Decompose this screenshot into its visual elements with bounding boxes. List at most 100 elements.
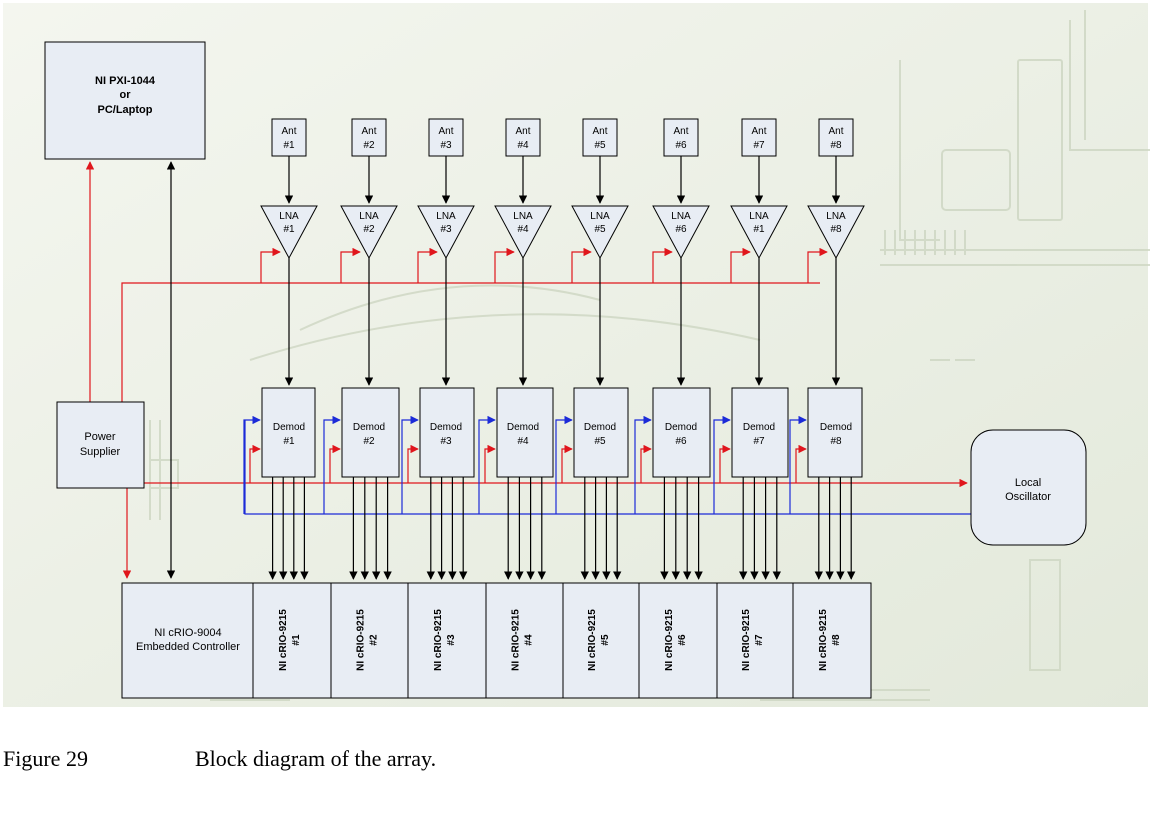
daq-module-label: NI cRIO-9215 [664,609,675,671]
host-label-line3: PC/Laptop [98,104,153,116]
lna-label: LNA [279,211,299,222]
demodulator-box [419,387,475,478]
antenna-label: Ant [673,126,688,137]
daq-module-number: #5 [600,634,611,646]
antenna-number: #7 [753,140,765,151]
daq-module-number: #1 [291,634,302,646]
antenna-box [505,118,541,157]
power-supplier-box [56,401,145,489]
daq-module-box [252,582,332,699]
antenna-box [428,118,464,157]
daq-module-box [638,582,718,699]
lna-number: #4 [517,224,529,235]
lna-number: #8 [830,224,842,235]
antenna-label: Ant [438,126,453,137]
embedded-controller-box [121,582,254,699]
lna-amplifier [652,205,710,260]
demodulator-label: Demod [353,422,385,433]
demodulator-box [731,387,789,478]
power-to-demod-line [719,444,731,483]
demodulator-box [573,387,629,478]
power-to-lna-line [571,247,592,283]
antenna-label: Ant [751,126,766,137]
power-to-demod-line [329,444,341,483]
blocks: NI PXI-1044 or PC/Laptop Power Supplier … [44,41,1087,699]
demodulator-label: Demod [584,422,616,433]
power-to-demod-line [249,444,261,483]
demodulator-number: #3 [440,436,452,447]
daq-module-label: NI cRIO-9215 [356,609,367,671]
lna-number: #1 [753,224,765,235]
antenna-number: #4 [517,140,529,151]
antenna-number: #8 [830,140,842,151]
antenna-label: Ant [828,126,843,137]
local-oscillator-box [970,429,1087,546]
daq-module-number: #7 [754,634,765,646]
demodulator-box [807,387,863,478]
daq-module-label: NI cRIO-9215 [433,609,444,671]
controller-label-line1: NI cRIO-9004 [154,627,221,639]
lna-label: LNA [590,211,610,222]
antenna-box [271,118,307,157]
lna-number: #5 [594,224,606,235]
host-label-line1: NI PXI-1044 [95,75,156,87]
daq-module-box [485,582,564,699]
power-to-demod-line [640,444,652,483]
daq-module-label: NI cRIO-9215 [818,609,829,671]
lna-label: LNA [749,211,769,222]
daq-module-number: #3 [446,634,457,646]
lo-to-demod-line [555,415,573,514]
lna-amplifier [260,205,318,260]
power-to-demod-line [484,444,496,483]
daq-module-box [792,582,872,699]
lna-amplifier [494,205,552,260]
lo-to-demod-line [478,415,496,514]
lna-amplifier [807,205,865,260]
demodulator-number: #7 [753,436,765,447]
lna-number: #6 [675,224,687,235]
power-to-demod-line [795,444,807,483]
power-label-line1: Power [84,431,116,443]
lo-to-demod-line [634,415,652,514]
lna-amplifier [730,205,788,260]
lo-to-demod-line [789,415,807,514]
power-to-lna-line [494,247,515,283]
power-label-line2: Supplier [80,446,121,458]
antenna-box [351,118,387,157]
demodulator-label: Demod [507,422,539,433]
antenna-box [663,118,699,157]
figure-number: Figure 29 [3,746,88,771]
demodulator-label: Demod [820,422,852,433]
demodulator-label: Demod [743,422,775,433]
daq-module-number: #6 [677,634,688,646]
lo-to-demod-line [243,415,261,514]
lna-label: LNA [513,211,533,222]
oscillator-label-line2: Oscillator [1005,491,1051,503]
lna-amplifier [571,205,629,260]
oscillator-label-line1: Local [1015,477,1041,489]
antenna-box [582,118,618,157]
daq-module-number: #2 [369,634,380,646]
antenna-label: Ant [515,126,530,137]
daq-module-box [716,582,794,699]
daq-module-box [330,582,409,699]
lna-amplifier [340,205,398,260]
demodulator-box [496,387,554,478]
daq-module-number: #8 [831,634,842,646]
demodulator-number: #6 [675,436,687,447]
host-computer-box [44,41,206,160]
lo-to-demod-line [323,415,341,514]
lo-to-demod-line [713,415,731,514]
power-to-lna-line [340,247,361,283]
power-to-lna-line [730,247,751,283]
demodulator-number: #1 [283,436,295,447]
lna-label: LNA [826,211,846,222]
power-to-lna-line [807,247,828,283]
lna-number: #1 [283,224,295,235]
